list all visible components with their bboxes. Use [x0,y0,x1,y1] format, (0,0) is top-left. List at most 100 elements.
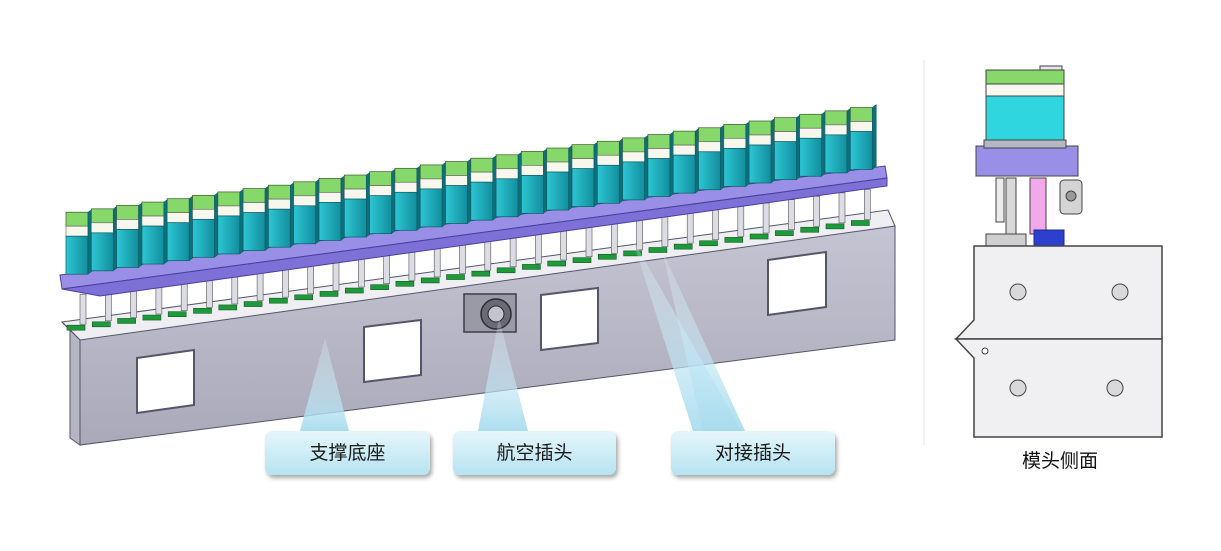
module-15 [419,161,447,228]
connector-9 [269,297,288,304]
module-11 [318,174,346,241]
connector-22 [597,253,617,260]
callout-aviation-plug: 航空插头 [453,431,616,475]
pin-7 [231,273,239,305]
connector-11 [319,291,339,297]
module-12 [343,171,371,238]
base-window-3 [540,286,599,352]
pin-22 [610,222,618,254]
pin-27 [737,206,745,237]
connector-21 [572,257,592,263]
module-28 [748,117,776,184]
pin-12 [357,256,365,288]
connector-28 [749,233,769,240]
connector-3 [117,318,136,324]
module-20 [546,144,573,211]
pin-9 [282,266,289,298]
pin-31 [838,192,846,224]
connector-8 [243,301,263,307]
aviation-plug [463,293,517,333]
pin-21 [585,226,593,257]
callout-pointer-aviation [478,318,528,431]
module-4 [141,198,169,265]
connector-26 [699,240,718,247]
connector-19 [522,264,541,270]
module-row [65,103,877,275]
connector-18 [496,267,516,274]
pin-15 [433,246,441,278]
module-23 [622,134,649,201]
module-5 [166,195,194,262]
module-21 [571,141,599,208]
connector-7 [218,304,238,311]
base-window-1 [136,348,195,415]
connector-17 [471,270,491,277]
pin-20 [560,229,568,261]
module-8 [242,185,270,252]
callout-docking-plug: 对接插头 [671,431,835,475]
connector-24 [648,247,668,253]
side-view-base [954,245,1163,438]
pin-19 [535,233,542,264]
pin-5 [180,280,188,311]
module-32 [849,103,877,170]
base-window-2 [363,318,422,384]
pin-30 [813,195,821,227]
module-9 [268,181,295,248]
pin-25 [686,212,694,244]
connector-14 [395,280,415,287]
module-19 [521,147,548,214]
module-7 [217,188,245,255]
module-24 [647,131,675,198]
pin-17 [484,239,492,271]
connector-20 [547,260,567,267]
callout-pointer-support [300,338,349,431]
module-6 [192,191,219,258]
connector-row [66,220,870,331]
pin-16 [459,243,466,274]
connector-29 [775,230,794,236]
pin-14 [408,249,416,281]
pin-18 [509,236,517,268]
pin-13 [383,253,390,284]
connector-5 [167,311,187,317]
connector-6 [193,308,212,314]
module-29 [774,114,801,181]
pin-4 [155,283,163,315]
module-27 [723,120,751,187]
module-13 [369,168,396,235]
connector-31 [825,223,845,230]
pin-8 [256,270,264,301]
module-2 [90,205,118,272]
connector-32 [850,220,870,226]
connector-4 [142,314,162,321]
pin-10 [307,263,315,295]
connector-2 [92,321,111,328]
base-window-4 [767,250,827,317]
side-view-connector [985,177,1083,247]
connector-15 [420,277,440,284]
pin-11 [332,260,340,291]
pin-23 [636,219,643,251]
pin-32 [863,189,871,220]
connector-27 [724,237,744,243]
pin-26 [712,209,719,241]
module-22 [596,137,624,204]
module-17 [470,154,498,221]
connector-30 [800,226,820,233]
module-1 [65,208,93,275]
connector-1 [66,324,86,331]
module-31 [824,107,852,174]
callout-support-base: 支撑底座 [265,431,430,475]
pin-6 [206,277,213,308]
pin-28 [762,202,770,234]
module-10 [293,178,320,245]
module-30 [799,110,826,177]
connector-16 [446,274,465,280]
pin-24 [661,216,669,247]
connector-23 [623,250,642,257]
module-25 [672,127,700,194]
connector-25 [673,243,693,250]
